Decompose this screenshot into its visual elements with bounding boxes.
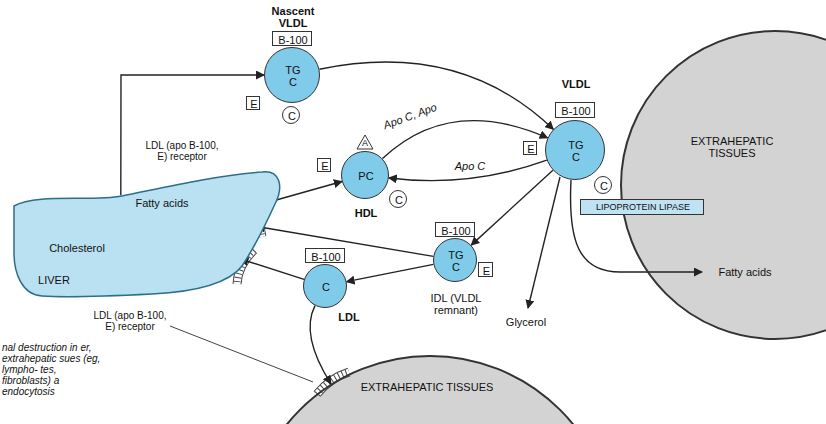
apoprotein-box: B-100: [305, 248, 345, 263]
receptor-symbol: [317, 372, 349, 394]
node-label: LIVER: [38, 274, 70, 286]
annotation: Glycerol: [506, 316, 546, 328]
node-label: Nascent VLDL: [258, 5, 328, 29]
node-label: E: [527, 143, 534, 155]
node-label: C: [322, 281, 330, 293]
node-label: C: [395, 194, 403, 206]
apoprotein-box: B-100: [555, 102, 595, 118]
node-label: Cholesterol: [49, 242, 105, 254]
node-label: B-100: [278, 33, 307, 45]
node-label: B-100: [311, 250, 340, 262]
shape-outline: [357, 135, 373, 149]
flow-arrow: [240, 259, 304, 279]
node-label: C: [288, 110, 296, 122]
edge-label: Apo C, Apo: [380, 100, 440, 132]
flow-arrow: [382, 121, 547, 159]
glycerol-arrow: [528, 177, 560, 308]
apoprotein-circle: C: [594, 176, 612, 194]
apoprotein-box: B-100: [272, 31, 312, 46]
flow-arrow: [257, 227, 434, 257]
apoprotein-box: E: [246, 96, 260, 110]
flow-arrow: [347, 264, 434, 281]
apoprotein-circle: C: [389, 190, 407, 208]
node-label: B-100: [441, 224, 470, 236]
flow-arrow: [471, 170, 553, 245]
apoprotein-circle: C: [282, 106, 300, 124]
flow-arrow: [310, 306, 331, 384]
leader-line: [170, 326, 313, 382]
lipoprotein-particle: PCHDL: [341, 151, 389, 199]
tissue-fill: [246, 356, 614, 424]
node-label: VLDL: [562, 78, 591, 90]
tissue-region: EXTRAHEPATIC TISSUES: [620, 30, 826, 340]
apoprotein-box: E: [317, 158, 331, 172]
node-label: A: [362, 139, 368, 149]
liver-organ: Fatty acidsCholesterolLIVER: [12, 168, 284, 298]
flow-arrow: [389, 160, 547, 180]
edge-label: Apo C: [453, 160, 488, 172]
lipoprotein-particle: TG CIDL (VLDL remnant): [433, 238, 477, 282]
apoprotein-box: B-100: [435, 222, 475, 237]
node-label: PC: [358, 170, 373, 182]
node-label: TG C: [565, 139, 587, 163]
apoprotein-box: E: [478, 262, 493, 277]
shape-outline: [14, 172, 280, 297]
apoprotein-box: E: [523, 141, 537, 155]
node-label: IDL (VLDL remnant): [411, 292, 501, 316]
annotation: LDL (apo B-100, E) receptor: [90, 310, 170, 332]
annotation: LDL (apo B-100, E) receptor: [142, 140, 222, 162]
lipoprotein-particle: CLDL: [303, 264, 347, 308]
node-label: TG C: [445, 249, 467, 273]
flow-arrow: [319, 62, 553, 129]
tissue-fill: [621, 31, 826, 339]
node-label: EXTRAHEPATIC TISSUES: [682, 135, 782, 159]
node-label: C: [600, 180, 608, 192]
node-label: B-100: [561, 105, 590, 117]
node-label: LDL: [338, 311, 359, 323]
apoprotein-triangle: A: [356, 134, 374, 150]
annotation: Fatty acids: [718, 266, 771, 278]
node-label: E: [483, 264, 490, 276]
node-label: EXTRAHEPATIC TISSUES: [361, 381, 494, 393]
node-label: Fatty acids: [135, 197, 188, 209]
flow-arrow: [274, 182, 341, 201]
node-label: E: [250, 98, 257, 110]
enzyme-box: LIPOPROTEIN LIPASE: [580, 199, 704, 215]
annotation: nal destruction in er, extrahepatic sues…: [2, 342, 102, 397]
node-label: TG C: [282, 64, 304, 88]
tissue-region: EXTRAHEPATIC TISSUES: [245, 355, 615, 424]
lipoprotein-particle: Nascent VLDLTG C: [264, 47, 320, 103]
node-label: LIPOPROTEIN LIPASE: [596, 203, 690, 213]
lipoprotein-particle: VLDLTG C: [545, 120, 605, 180]
node-label: E: [321, 160, 328, 172]
node-label: HDL: [355, 207, 378, 219]
fatty-acid-arrow: [571, 180, 702, 272]
